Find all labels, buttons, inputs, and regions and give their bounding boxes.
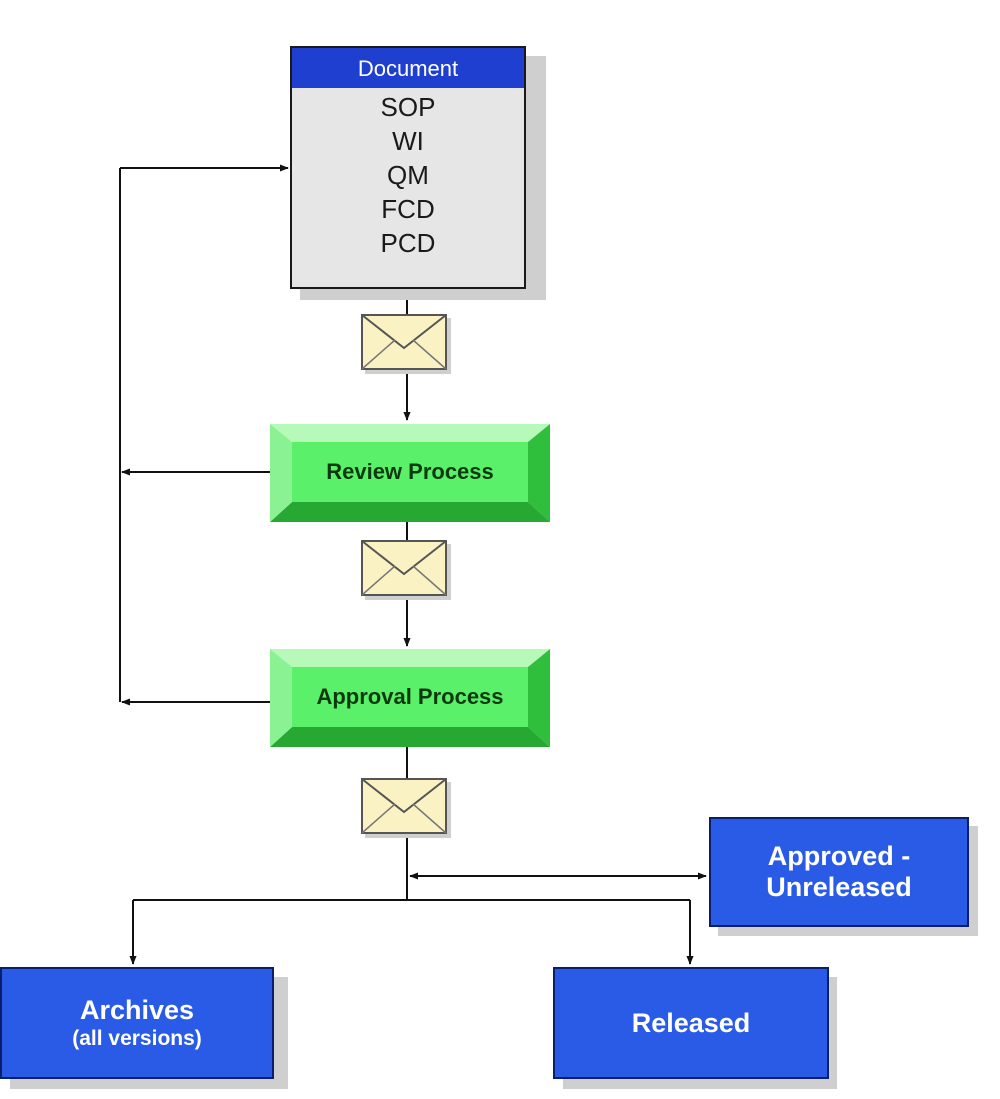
envelope-icon	[361, 314, 453, 376]
archives-sublabel: (all versions)	[72, 1026, 202, 1050]
document-box: Document SOP WI QM FCD PCD	[290, 46, 526, 289]
review-process-box: Review Process	[270, 424, 550, 522]
document-type-item: SOP	[292, 92, 524, 122]
document-type-item: PCD	[292, 228, 524, 258]
document-type-item: FCD	[292, 194, 524, 224]
document-type-item: QM	[292, 160, 524, 190]
released-label: Released	[631, 1007, 751, 1038]
released-box: Released	[553, 967, 829, 1079]
envelope-icon	[361, 778, 453, 840]
approved-unreleased-box: Approved - Unreleased	[709, 817, 969, 927]
envelope-icon	[361, 540, 453, 602]
document-type-item: WI	[292, 126, 524, 156]
approval-process-label: Approval Process	[292, 667, 528, 727]
approved-unreleased-line2: Unreleased	[766, 872, 912, 902]
archives-label: Archives	[79, 994, 195, 1025]
approved-unreleased-line1: Approved -	[767, 841, 911, 871]
review-process-label: Review Process	[292, 442, 528, 502]
archives-box: Archives (all versions)	[0, 967, 274, 1079]
document-title: Document	[292, 48, 524, 88]
approval-process-box: Approval Process	[270, 649, 550, 747]
